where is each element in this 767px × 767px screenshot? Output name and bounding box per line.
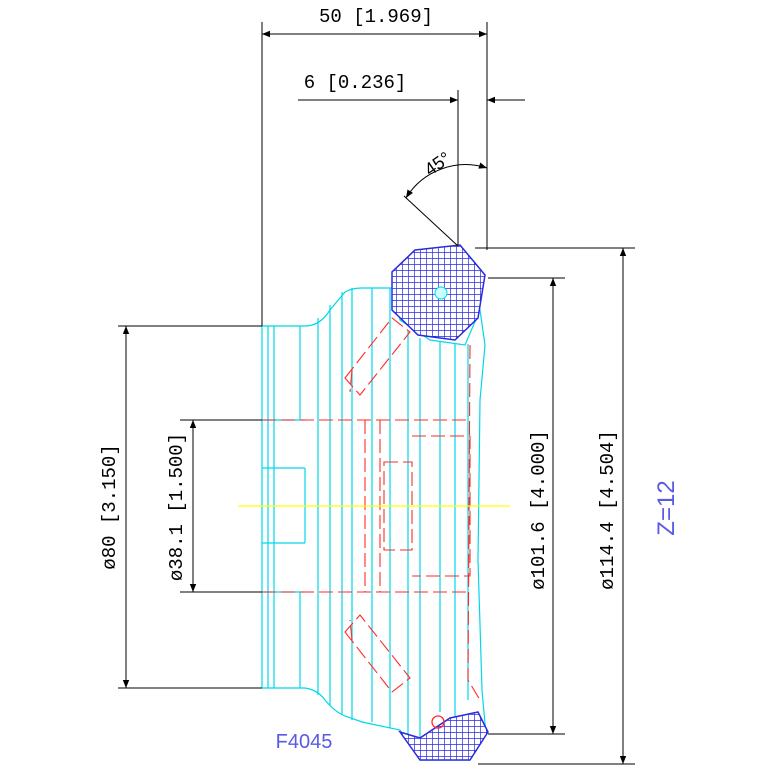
dim-arc-chamfer-angle [405, 162, 488, 199]
body-lines [267, 288, 469, 740]
counterbore-hidden [383, 461, 413, 551]
cutter-body [261, 287, 487, 761]
teeth-count-label: Z=12 [653, 480, 680, 535]
dim-cut-diameter: ø101.6 [4.000] [528, 430, 550, 590]
insert-screw-top [434, 286, 448, 300]
body-outline [261, 287, 487, 761]
dim-max-diameter: ø114.4 [4.504] [597, 430, 619, 590]
insert-top [391, 244, 486, 341]
screw-top-hidden [344, 317, 411, 396]
outer-contour-hidden [467, 344, 481, 701]
bore-hidden [262, 419, 470, 593]
dimension-lines [122, 30, 627, 764]
dim-chamfer-angle: 45° [421, 148, 455, 180]
screw-bottom-hidden [344, 614, 411, 693]
dim-flat-width: 6 [0.236] [304, 72, 407, 94]
dim-body-diameter: ø80 [3.150] [99, 444, 121, 569]
insert-screw-bottom [431, 715, 445, 729]
hidden-geometry [262, 317, 481, 701]
tool-code-label: F4045 [276, 731, 333, 753]
dim-bore-diameter: ø38.1 [1.500] [166, 433, 188, 581]
dim-overall-length: 50 [1.969] [319, 6, 433, 28]
extension-lines [118, 22, 635, 765]
insert-bottom [398, 711, 489, 761]
